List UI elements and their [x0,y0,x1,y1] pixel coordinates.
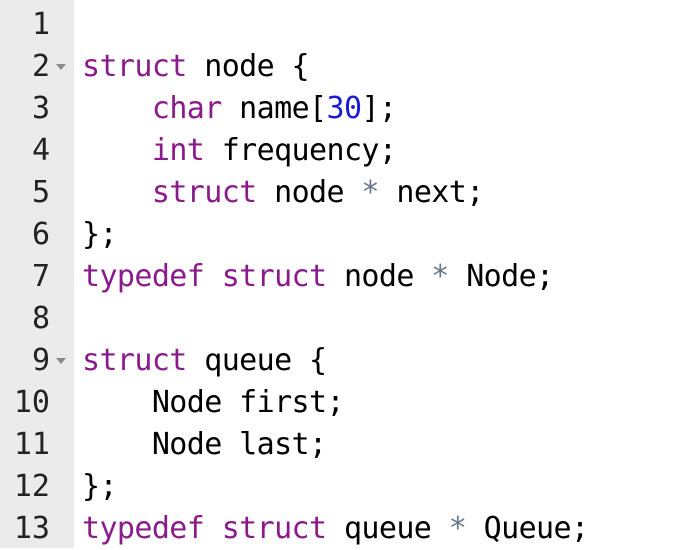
keyword-token: struct [82,343,187,378]
code-line[interactable]: int frequency; [82,130,397,172]
line-number: 8 [31,301,50,336]
line-number: 10 [13,385,50,420]
code-token [82,133,152,168]
code-token: node [326,259,432,294]
line-number: 2 [31,49,50,84]
code-token: next; [378,175,484,210]
operator-token: * [431,259,449,294]
code-token: Node last; [82,427,327,462]
code-token: Queue; [466,511,589,546]
keyword-token: struct [221,259,327,294]
line-number: 4 [31,133,50,168]
code-token: node [256,175,362,210]
line-number: 7 [31,259,50,294]
code-line[interactable]: struct queue { [82,340,327,382]
code-token: node { [186,49,310,84]
code-token: ]; [361,91,397,126]
code-line[interactable]: typedef struct queue * Queue; [82,508,589,550]
code-line[interactable]: Node last; [82,424,327,466]
code-token [204,511,221,546]
code-token: }; [82,217,118,252]
code-area[interactable]: struct node { char name[30]; int frequen… [74,0,682,548]
code-token: queue { [186,343,327,378]
line-number: 13 [13,511,50,546]
line-number: 1 [31,7,50,42]
code-line[interactable]: char name[30]; [82,88,397,130]
chevron-down-icon[interactable] [56,64,66,70]
code-token [204,259,221,294]
line-number: 5 [31,175,50,210]
keyword-token: int [151,133,205,168]
keyword-token: struct [221,511,327,546]
number-token: 30 [326,91,363,126]
operator-token: * [361,175,379,210]
code-token: Node; [448,259,554,294]
code-token: frequency; [204,133,397,168]
keyword-token: char [151,91,222,126]
keyword-token: typedef [82,259,205,294]
operator-token: * [448,511,467,546]
line-number: 11 [13,427,50,462]
line-number: 6 [31,217,50,252]
code-token: queue [326,511,449,546]
line-number: 12 [13,469,50,504]
code-line[interactable]: struct node * next; [82,172,484,214]
code-line[interactable]: }; [82,214,118,256]
code-token: Node first; [82,385,345,420]
code-token: }; [82,469,118,504]
keyword-token: typedef [82,511,205,546]
chevron-down-icon[interactable] [56,358,66,364]
keyword-token: struct [82,49,187,84]
keyword-token: struct [151,175,257,210]
code-token [82,175,152,210]
code-token [82,91,152,126]
line-number: 3 [31,91,50,126]
line-number: 9 [31,343,50,378]
code-line[interactable]: struct node { [82,46,310,88]
code-line[interactable]: }; [82,466,118,508]
code-line[interactable]: Node first; [82,382,345,424]
code-line[interactable]: typedef struct node * Node; [82,256,554,298]
code-token: name[ [221,91,327,126]
